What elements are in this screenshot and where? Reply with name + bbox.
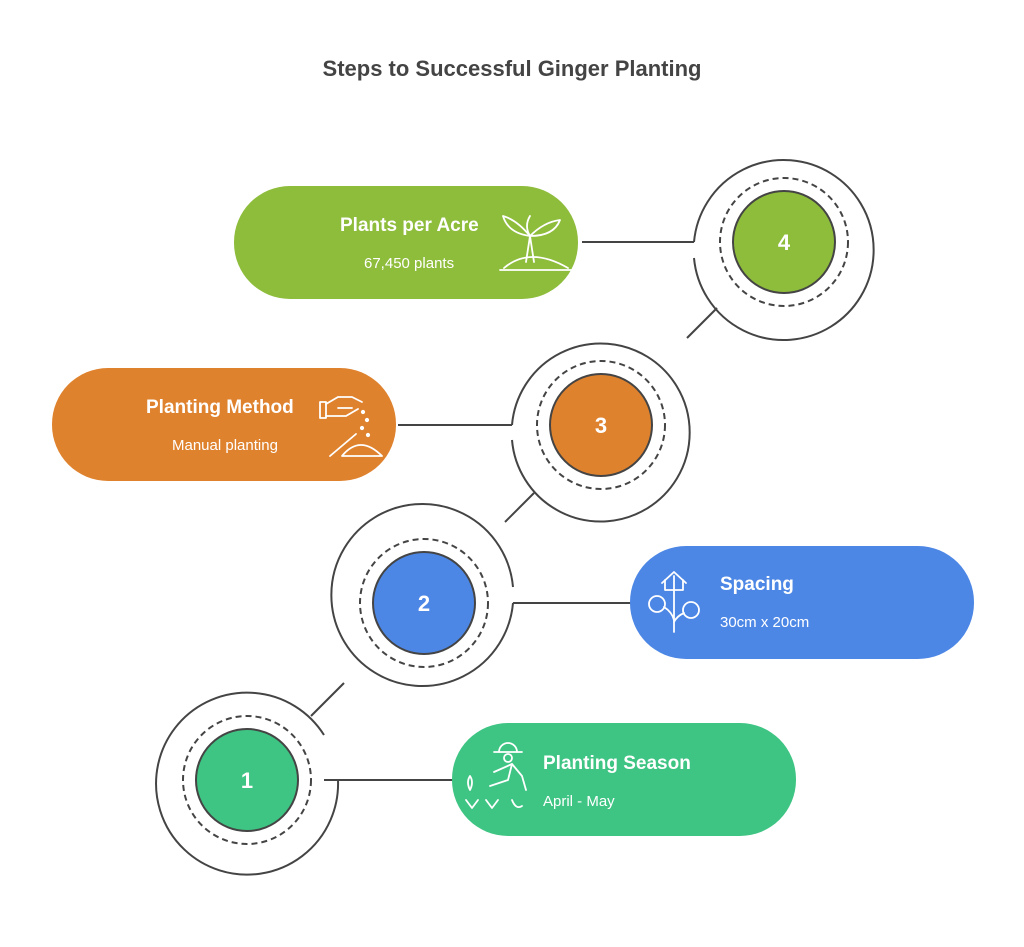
step-4-dashed-ring xyxy=(719,177,849,307)
step-1: 1 Planting Season April - May xyxy=(155,691,796,876)
step-1-number: 1 xyxy=(241,768,253,793)
connector-2-3 xyxy=(504,492,535,523)
diagram-title: Steps to Successful Ginger Planting xyxy=(322,56,702,81)
hand-sowing-icon xyxy=(319,396,383,457)
step-2-card xyxy=(630,546,974,659)
step-4-description: 67,450 plants xyxy=(364,255,454,272)
step-2-title: Spacing xyxy=(720,574,794,595)
step-4-number: 4 xyxy=(778,230,791,255)
step-4-circle xyxy=(732,190,836,294)
step-1-card xyxy=(452,723,796,836)
step-2-description: 30cm x 20cm xyxy=(720,614,809,631)
step-3-circle xyxy=(549,373,653,477)
step-3-title: Planting Method xyxy=(146,397,294,418)
step-2: 2 Spacing 30cm x 20cm xyxy=(330,503,974,687)
farmer-planting-icon xyxy=(465,742,527,809)
step-4-title: Plants per Acre xyxy=(340,215,479,236)
step-1-arc xyxy=(155,691,340,876)
step-3-card xyxy=(52,368,396,481)
sprout-icon xyxy=(499,215,575,271)
step-1-title: Planting Season xyxy=(543,753,691,774)
spacing-sprout-icon xyxy=(648,571,700,633)
step-3: 3 Planting Method Manual planting xyxy=(52,342,691,523)
step-3-number: 3 xyxy=(595,413,607,438)
step-4-arc xyxy=(693,159,875,341)
connector-3-4 xyxy=(686,307,718,339)
step-3-arc xyxy=(511,342,691,523)
step-3-dashed-ring xyxy=(536,360,666,490)
step-2-circle xyxy=(372,551,476,655)
step-4: 4 Plants per Acre 67,450 plants xyxy=(234,159,875,341)
step-2-dashed-ring xyxy=(359,538,489,668)
step-3-description: Manual planting xyxy=(172,437,278,454)
step-1-description: April - May xyxy=(543,793,615,810)
step-2-number: 2 xyxy=(418,591,430,616)
step-1-circle xyxy=(195,728,299,832)
step-2-arc xyxy=(330,503,514,687)
step-4-card xyxy=(234,186,578,299)
connector-lines xyxy=(310,307,718,717)
step-1-dashed-ring xyxy=(182,715,312,845)
connector-1-2 xyxy=(310,682,345,717)
